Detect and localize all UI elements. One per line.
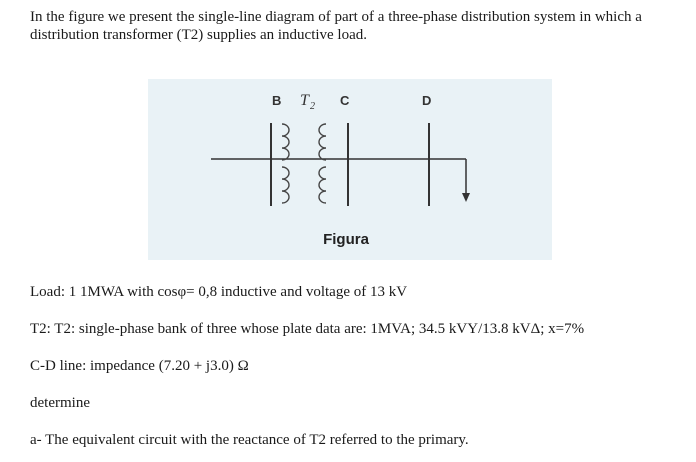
question-a-text: a- The equivalent circuit with the react… [30, 432, 469, 448]
bus-d-label: D [422, 93, 431, 108]
secondary-winding-top [318, 123, 327, 161]
t2-subscript: 2 [310, 101, 315, 112]
secondary-winding-bottom [318, 166, 327, 204]
bus-b-label: B [272, 93, 281, 108]
bus-c-label: C [340, 93, 350, 108]
load-line-text: Load: 1 1MWA with cosφ= 0,8 inductive an… [30, 284, 408, 300]
t2-line-text: T2: T2: single-phase bank of three whose… [30, 321, 585, 337]
primary-winding-top [281, 123, 290, 161]
diagram-svg: B T 2 C D [211, 92, 470, 206]
single-line-diagram: B T 2 C D Figura [148, 79, 552, 260]
primary-winding-bottom [281, 166, 290, 204]
t2-label: T [300, 92, 310, 109]
cd-line-text: C-D line: impedance (7.20 + j3.0) Ω [30, 358, 249, 374]
load-arrow-icon [462, 193, 470, 202]
determine-text: determine [30, 395, 90, 411]
figure-caption: Figura [323, 231, 369, 248]
intro-paragraph: In the figure we present the single-line… [30, 9, 642, 43]
